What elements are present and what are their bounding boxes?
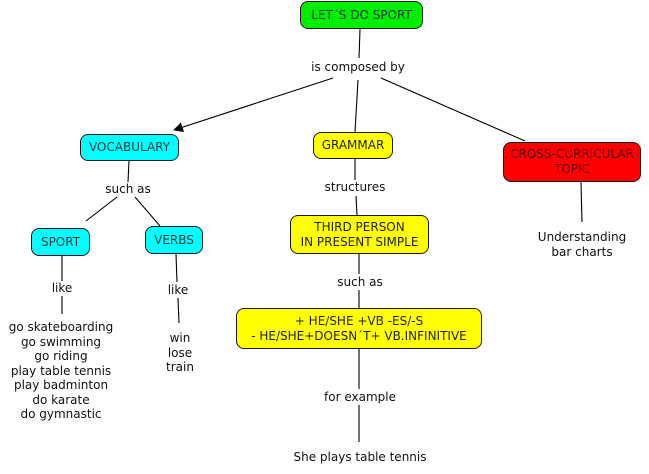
example-sentence: She plays table tennis (293, 450, 427, 464)
line-structures-to-thirdperson (355, 195, 358, 216)
line-cross-to-item (580, 181, 583, 223)
sport-link-label: like (42, 281, 82, 296)
line-to-cross-curricular (380, 77, 526, 142)
cross-curricular-item: Understanding bar charts (537, 230, 627, 259)
line-vocab-to-suchas (127, 160, 130, 183)
line-suchas-to-sport (85, 196, 118, 222)
cross-curricular-node[interactable]: CROSS-CURRICULAR TOPIC (503, 142, 641, 182)
grammar-node[interactable]: GRAMMAR (313, 132, 393, 159)
vocabulary-node[interactable]: VOCABULARY (80, 134, 179, 161)
vocabulary-link-label: such as (98, 182, 158, 197)
grammar-link-label: structures (315, 180, 395, 195)
third-person-link-label: such as (330, 275, 390, 290)
verbs-node[interactable]: VERBS (145, 226, 203, 254)
root-node[interactable]: LET´S DO SPORT (300, 1, 423, 29)
sport-node[interactable]: SPORT (31, 228, 90, 256)
third-person-node[interactable]: THIRD PERSON IN PRESENT SIMPLE (290, 215, 429, 254)
line-suchas-to-verbs (134, 196, 161, 227)
line-to-grammar (354, 79, 359, 133)
root-link-label: is composed by (308, 60, 408, 75)
verb-items-list: win lose train (166, 331, 194, 374)
line-like-to-verb-items (177, 297, 180, 324)
verbs-link-label: like (158, 283, 198, 298)
line-root-to-link (358, 28, 361, 59)
line-verbs-to-like (175, 253, 178, 283)
arrow-to-vocabulary (173, 77, 334, 132)
rules-node[interactable]: + HE/SHE +VB -ES/-S - HE/SHE+DOESN´T+ VB… (236, 308, 482, 349)
sport-items-list: go skateboarding go swimming go riding p… (8, 320, 114, 421)
rules-link-label: for example (318, 390, 402, 405)
